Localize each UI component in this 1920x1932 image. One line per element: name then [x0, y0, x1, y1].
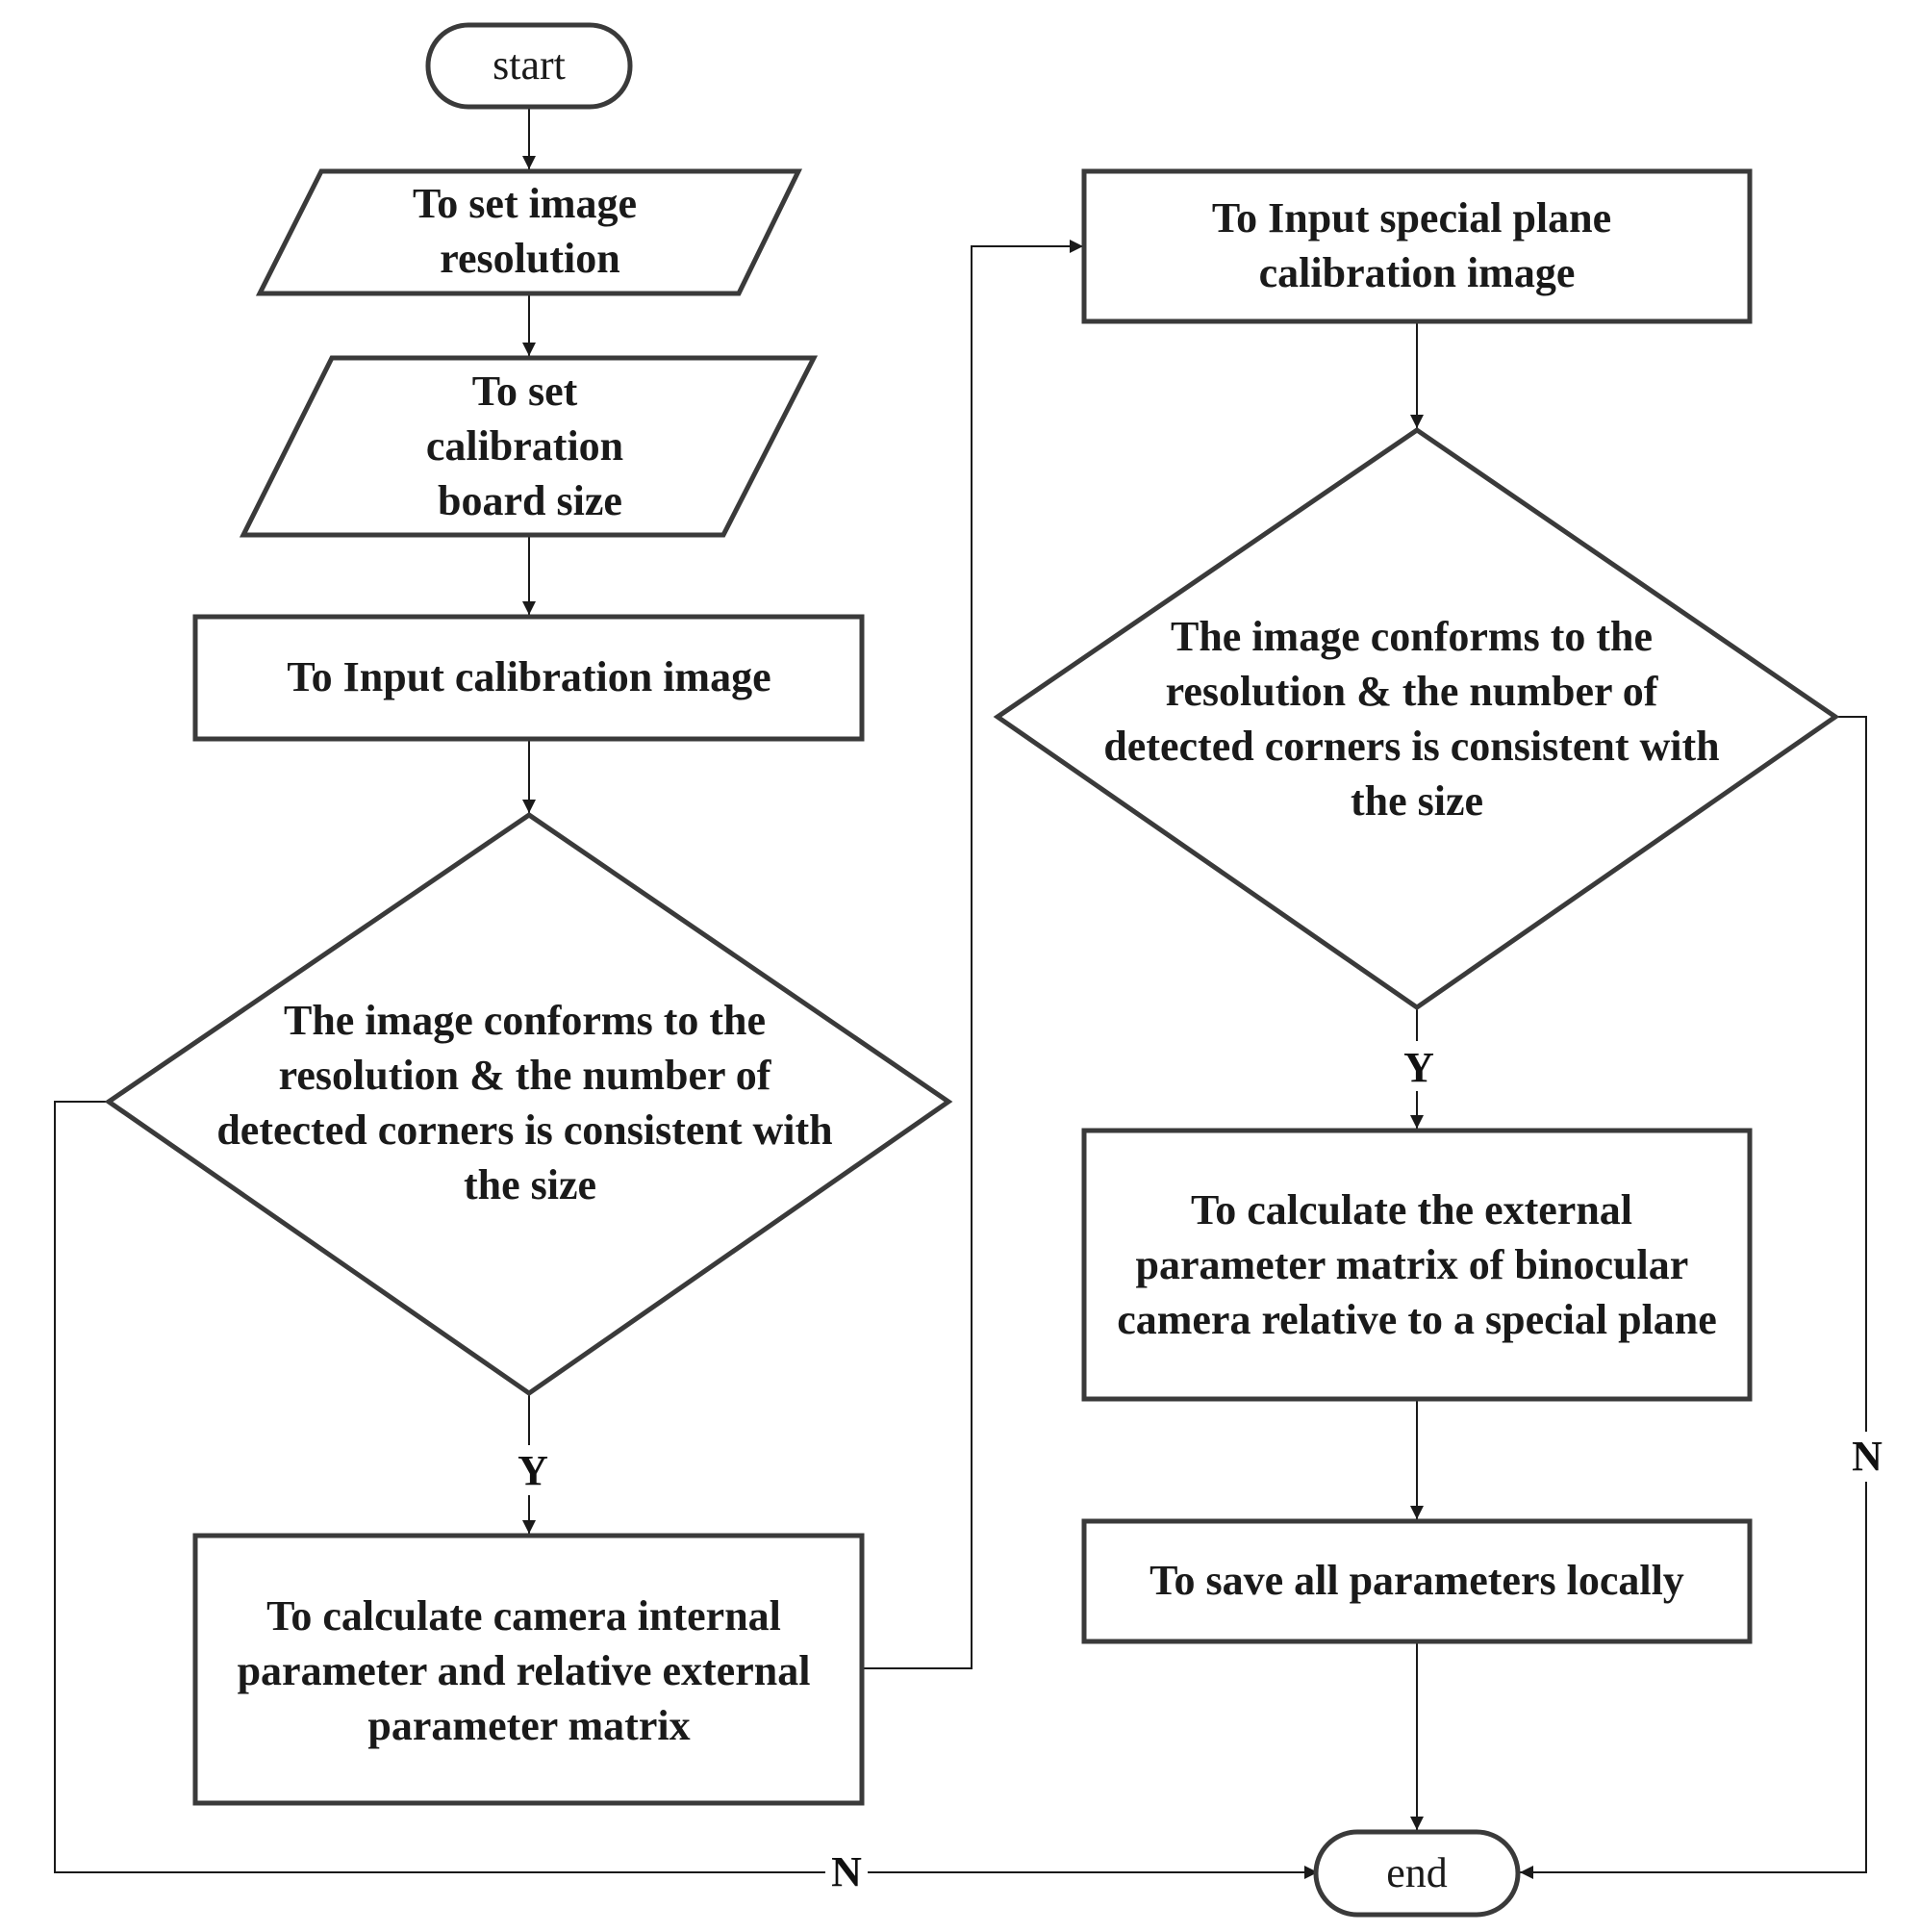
- node-decision-left: The image conforms to the resolution & t…: [104, 811, 953, 1397]
- node-input-special-line-2: calibration image: [1259, 249, 1576, 296]
- edge-label-left-no: N: [831, 1848, 862, 1895]
- node-decision-right-line-4: the size: [1351, 777, 1483, 825]
- node-end: end: [1313, 1829, 1521, 1918]
- node-set-board-size-line-1: To set: [472, 368, 578, 415]
- node-start: start: [425, 22, 633, 110]
- node-decision-left-line-3: detected corners is consistent with: [216, 1106, 832, 1154]
- node-decision-right-label: The image conforms to the resolution & t…: [1103, 613, 1730, 825]
- node-calc-internal-label: To calculate camera internal parameter a…: [238, 1592, 821, 1749]
- node-save-params: To save all parameters locally: [1081, 1518, 1753, 1644]
- node-calc-internal: To calculate camera internal parameter a…: [192, 1533, 865, 1806]
- node-input-calibration-label: To Input calibration image: [287, 653, 771, 700]
- edge-label-right-no: N: [1852, 1433, 1882, 1480]
- node-decision-right-line-3: detected corners is consistent with: [1103, 723, 1719, 770]
- node-calc-internal-line-2: parameter and relative external: [238, 1647, 811, 1694]
- node-decision-left-line-1: The image conforms to the: [284, 997, 766, 1044]
- node-input-special-label: To Input special plane calibration image: [1212, 194, 1622, 296]
- node-input-calibration: To Input calibration image: [192, 614, 865, 742]
- node-end-label: end: [1386, 1849, 1448, 1896]
- edges: [54, 107, 1867, 1879]
- node-calc-external: To calculate the external parameter matr…: [1081, 1128, 1753, 1402]
- node-decision-right: The image conforms to the resolution & t…: [993, 426, 1840, 1011]
- node-calc-external-label: To calculate the external parameter matr…: [1117, 1186, 1717, 1343]
- node-set-board-size-line-2: calibration: [426, 422, 623, 470]
- node-set-board-size: To set calibration board size: [239, 355, 819, 538]
- node-set-resolution-line-1: To set image: [413, 180, 637, 227]
- edge-calc-internal-to-input-special: [862, 240, 1083, 1669]
- node-decision-right-line-1: The image conforms to the: [1171, 613, 1653, 660]
- node-set-board-size-label: To set calibration board size: [426, 368, 634, 524]
- node-input-special: To Input special plane calibration image: [1081, 168, 1753, 324]
- node-decision-left-line-4: the size: [464, 1161, 596, 1208]
- node-calc-external-line-2: parameter matrix of binocular: [1136, 1241, 1688, 1288]
- node-calc-internal-line-3: parameter matrix: [367, 1702, 690, 1749]
- node-decision-right-line-2: resolution & the number of: [1166, 668, 1659, 715]
- edge-label-left-yes: Y: [518, 1447, 548, 1494]
- node-set-resolution-line-2: resolution: [440, 235, 619, 282]
- node-set-resolution-label: To set image resolution: [413, 180, 647, 282]
- edge-decision-left-no: [54, 1101, 1318, 1879]
- node-decision-left-label: The image conforms to the resolution & t…: [216, 997, 843, 1208]
- edge-decision-right-no: [1520, 716, 1867, 1879]
- edge-labels: Y N Y N: [510, 1041, 1887, 1897]
- node-start-label: start: [493, 41, 566, 89]
- node-calc-internal-line-1: To calculate camera internal: [266, 1592, 781, 1640]
- node-set-resolution: To set image resolution: [255, 168, 803, 296]
- node-decision-left-line-2: resolution & the number of: [279, 1052, 772, 1099]
- node-calc-external-line-3: camera relative to a special plane: [1117, 1296, 1717, 1343]
- node-input-special-line-1: To Input special plane: [1212, 194, 1611, 242]
- edge-label-right-yes: Y: [1403, 1044, 1434, 1091]
- node-save-params-label: To save all parameters locally: [1149, 1557, 1684, 1604]
- node-set-board-size-line-3: board size: [438, 477, 622, 524]
- node-calc-external-line-1: To calculate the external: [1191, 1186, 1632, 1233]
